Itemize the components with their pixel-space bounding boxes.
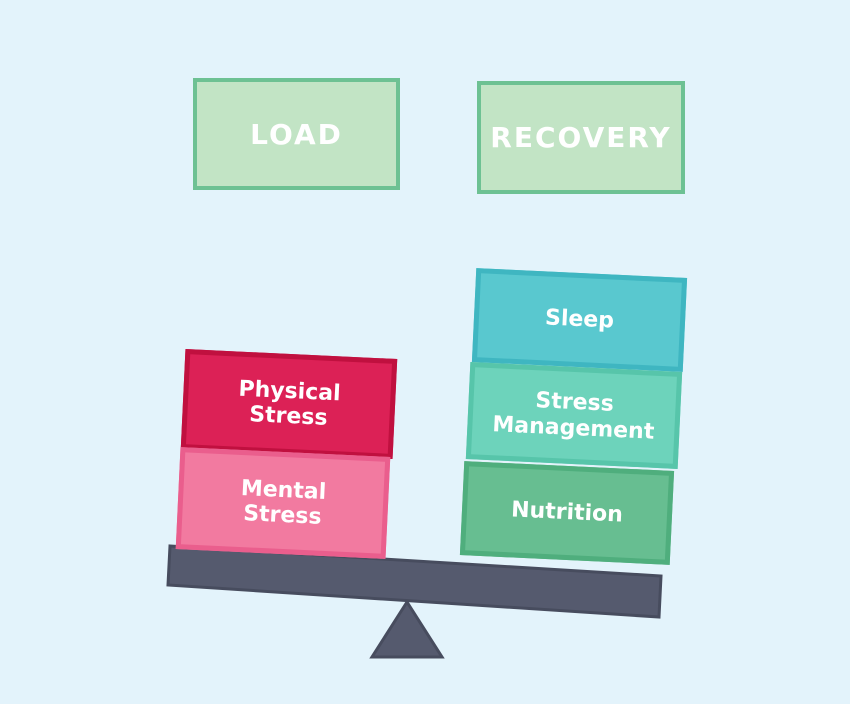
seesaw-beam xyxy=(166,544,663,619)
load-heading-text: LOAD xyxy=(250,117,343,151)
nutrition-label: Nutrition xyxy=(510,497,624,528)
mental-stress-label: Mental Stress xyxy=(240,475,327,530)
stress-management-label: Stress Management xyxy=(491,388,655,445)
recovery-block-stress-management: Stress Management xyxy=(465,362,683,469)
recovery-heading-text: RECOVERY xyxy=(490,121,672,154)
load-heading: LOAD xyxy=(193,78,400,190)
seesaw-fulcrum xyxy=(369,599,445,659)
sleep-label: Sleep xyxy=(544,305,615,334)
recovery-block-nutrition: Nutrition xyxy=(459,461,675,565)
recovery-heading: RECOVERY xyxy=(477,81,685,194)
recovery-block-sleep: Sleep xyxy=(471,268,688,372)
load-block-mental-stress: Mental Stress xyxy=(175,447,391,559)
physical-stress-label: Physical Stress xyxy=(237,376,342,431)
load-block-physical-stress: Physical Stress xyxy=(180,349,398,459)
